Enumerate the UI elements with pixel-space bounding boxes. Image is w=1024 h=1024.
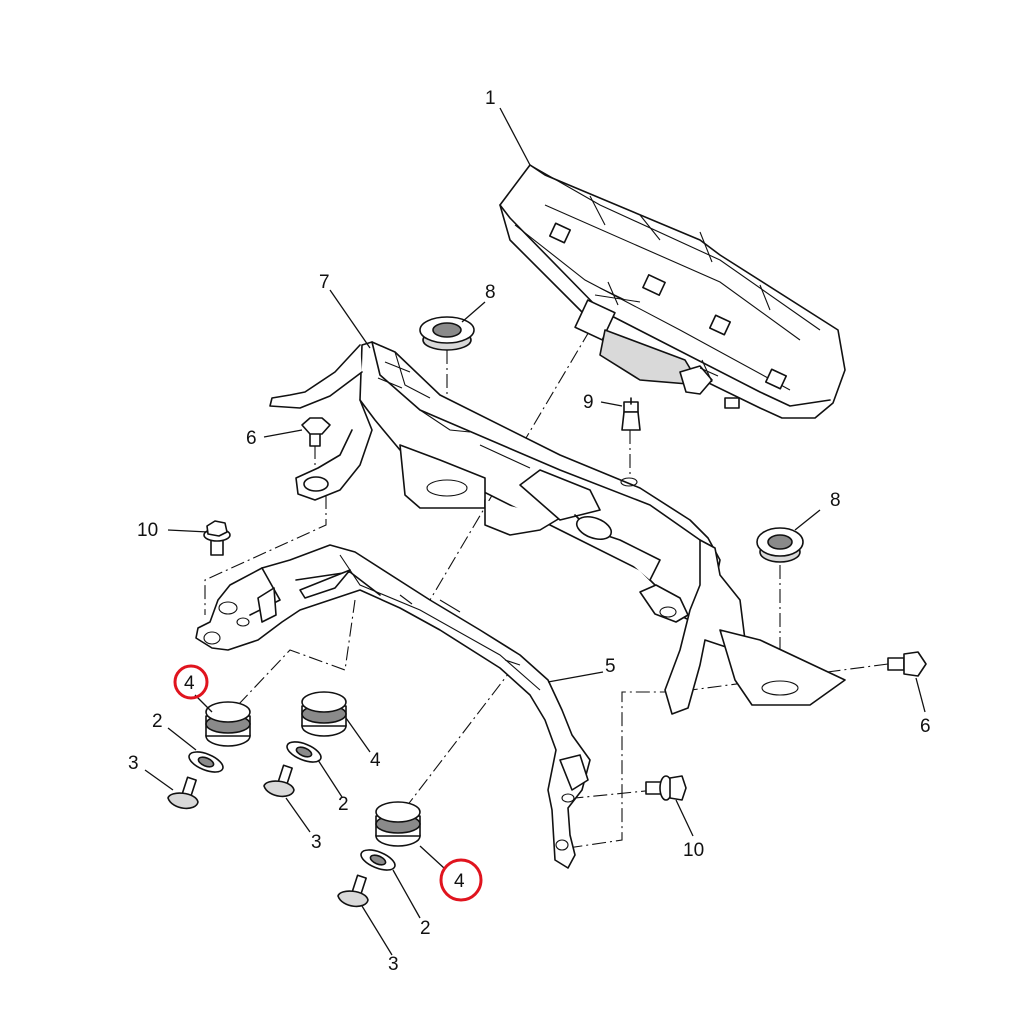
leader-lines [144,107,926,956]
bolt-upper-left [301,417,331,447]
screw-middle [263,764,295,798]
highlight-circle-left [173,664,209,700]
callout-9: 9 [583,392,594,413]
screw-bottom [337,874,369,908]
flange-bolt-right [645,775,687,801]
callout-4-bottom: 4 [454,871,465,892]
callout-labels: 1 7 8 9 6 8 10 5 4 6 2 4 3 2 3 10 4 2 3 [128,88,931,975]
damper-middle [301,691,347,737]
bolt-right [887,651,927,677]
callout-1: 1 [485,88,496,109]
callout-4-left: 4 [184,673,195,694]
grommet-right [756,527,804,563]
highlight-circle-bottom [439,858,483,902]
callout-2-bottom: 2 [420,918,431,939]
washer-bottom [360,849,396,871]
washer-left [188,751,224,773]
lower-stay [195,544,591,869]
callout-6-right: 6 [920,716,931,737]
callout-10-left: 10 [137,520,158,541]
callout-7: 7 [319,272,330,293]
callout-2-middle: 2 [338,794,349,815]
callout-8-top: 8 [485,282,496,303]
callout-8-right: 8 [830,490,841,511]
callout-3-bottom: 3 [388,954,399,975]
callout-10-right: 10 [683,840,704,861]
flange-bolt-left [203,520,231,556]
callout-5: 5 [605,656,616,677]
meter-assembly [499,164,846,419]
damper-bottom [375,801,421,847]
clip [621,397,641,431]
screw-left [167,776,199,810]
damper-left [205,701,251,747]
callout-4-middle: 4 [370,750,381,771]
callout-3-left: 3 [128,753,139,774]
grommet-top [419,316,475,351]
callout-6-left: 6 [246,428,257,449]
callout-2-left: 2 [152,711,163,732]
meter-bracket [269,341,846,715]
washer-middle [286,741,322,763]
callout-3-middle: 3 [311,832,322,853]
